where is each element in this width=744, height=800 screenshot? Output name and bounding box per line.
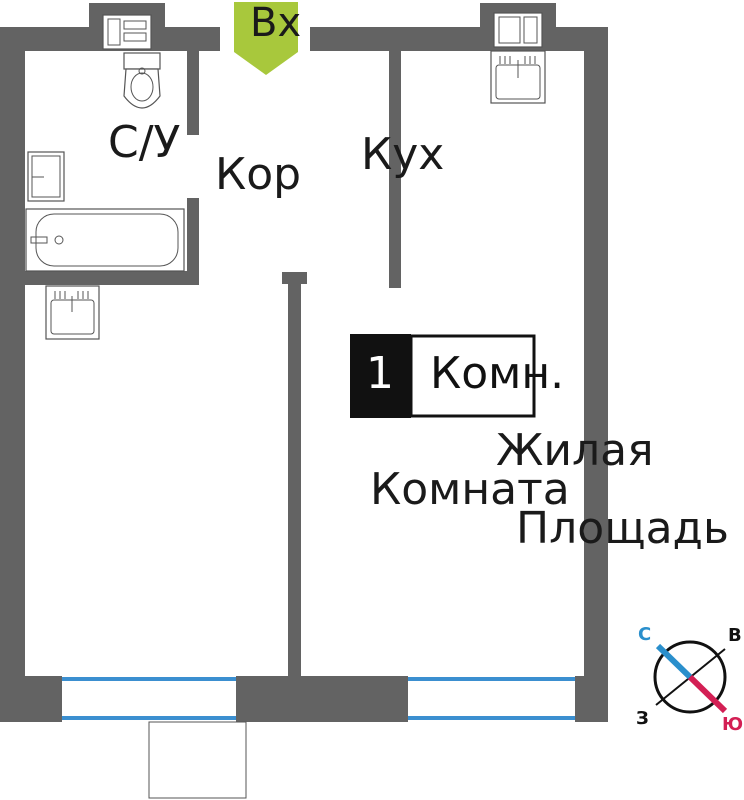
cistern-icon xyxy=(102,14,152,50)
sink-icon-kitchen xyxy=(490,50,546,104)
compass-south-label: Ю xyxy=(722,714,743,735)
balcony xyxy=(148,721,247,799)
window-left-glass xyxy=(62,681,236,716)
compass-north-label: С xyxy=(638,624,651,645)
entrance-arrow-icon xyxy=(234,2,298,75)
central-partition xyxy=(288,276,301,676)
compass-east-label: В xyxy=(728,625,742,646)
entrance-marker: Вх xyxy=(234,0,301,75)
wall-bottom-left-post xyxy=(0,676,62,722)
wall-bottom-right-post xyxy=(575,676,608,722)
cabinet-icon xyxy=(27,151,65,202)
bathroom-wall-bottom xyxy=(25,271,199,285)
wall-right xyxy=(584,27,608,722)
wall-bottom-middle xyxy=(236,676,408,722)
room-label-bathroom: С/У xyxy=(108,117,181,168)
bathroom-wall-right-lower xyxy=(187,198,199,284)
room-labels: С/У Кор Кух Жилая Комната Площадь xyxy=(108,117,729,554)
badge-text-box xyxy=(409,334,536,418)
badge-number: 1 xyxy=(366,348,394,399)
room-label-living-line3: Площадь xyxy=(516,503,729,554)
room-label-living-line1: Жилая xyxy=(496,425,654,476)
room-label-living-line2: Комната xyxy=(370,464,570,515)
compass: С В З Ю xyxy=(636,624,743,735)
toilet-icon xyxy=(123,52,161,109)
room-label-kitchen: Кух xyxy=(361,129,444,180)
room-count-badge: 1 Комн. xyxy=(350,334,564,418)
badge-number-box xyxy=(350,334,411,418)
entrance-label: Вх xyxy=(250,0,301,46)
kitchen-vent-icon xyxy=(493,12,543,48)
badge-text: Комн. xyxy=(430,348,564,399)
fixtures xyxy=(25,12,546,340)
kitchen-partition xyxy=(389,51,401,288)
room-label-hallway: Кор xyxy=(215,149,301,200)
compass-north-needle xyxy=(655,643,693,680)
central-partition-cap xyxy=(282,272,307,284)
compass-west-label: З xyxy=(636,708,649,729)
sink-icon-bathroom xyxy=(45,285,100,340)
wall-left xyxy=(0,27,25,722)
compass-south-needle xyxy=(687,674,728,714)
bathtub-icon xyxy=(25,208,185,272)
window-right-glass xyxy=(408,681,575,716)
windows xyxy=(62,677,575,720)
bathroom-wall-right-upper xyxy=(187,51,199,135)
wall-top-right xyxy=(310,27,608,51)
